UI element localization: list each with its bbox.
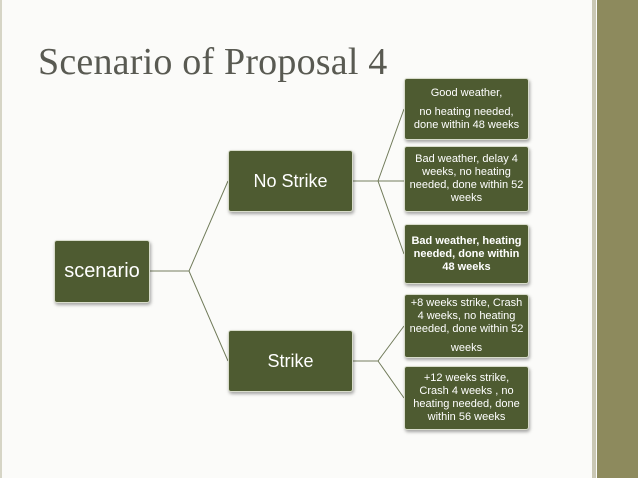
right-accent-bar: [597, 0, 638, 478]
connector-nostrike-leaf1: [353, 108, 405, 182]
connector-strike-leaf5: [353, 360, 405, 399]
node-strike: Strike: [228, 330, 353, 392]
outcome-12-weeks-strike-text: +12 weeks strike, Crash 4 weeks , no hea…: [413, 372, 520, 423]
node-no-strike-label: No Strike: [253, 170, 328, 191]
outcome-8-weeks-strike-line2: weeks: [450, 342, 483, 354]
right-accent-stripe: [592, 0, 596, 478]
outcome-good-weather-line2: no heating needed, done within 48 weeks: [413, 105, 520, 131]
outcome-bad-weather-delay: Bad weather, delay 4 weeks, no heating n…: [404, 146, 529, 212]
node-no-strike: No Strike: [228, 150, 353, 212]
outcome-8-weeks-strike: +8 weeks strike, Crash 4 weeks, no heati…: [404, 294, 529, 358]
outcome-good-weather-line1: Good weather,: [430, 86, 503, 99]
node-strike-label: Strike: [267, 350, 314, 371]
connector-root-strike: [150, 270, 229, 362]
left-edge-rule: [0, 0, 2, 478]
node-root-label: scenario: [64, 260, 140, 282]
connector-strike-leaf4: [353, 325, 405, 362]
slide-title: Scenario of Proposal 4: [38, 41, 388, 83]
outcome-bad-weather-delay-text: Bad weather, delay 4 weeks, no heating n…: [409, 153, 524, 204]
outcome-bad-weather-heating-text: Bad weather, heating needed, done within…: [411, 234, 522, 273]
connector-nostrike-leaf3: [353, 180, 405, 255]
outcome-bad-weather-heating: Bad weather, heating needed, done within…: [404, 224, 529, 284]
node-root: scenario: [54, 240, 150, 303]
outcome-good-weather: Good weather, no heating needed, done wi…: [404, 78, 529, 140]
outcome-12-weeks-strike: +12 weeks strike, Crash 4 weeks , no hea…: [404, 366, 529, 430]
connector-root-nostrike: [150, 180, 229, 272]
outcome-8-weeks-strike-line1: +8 weeks strike, Crash 4 weeks, no heati…: [409, 297, 524, 335]
